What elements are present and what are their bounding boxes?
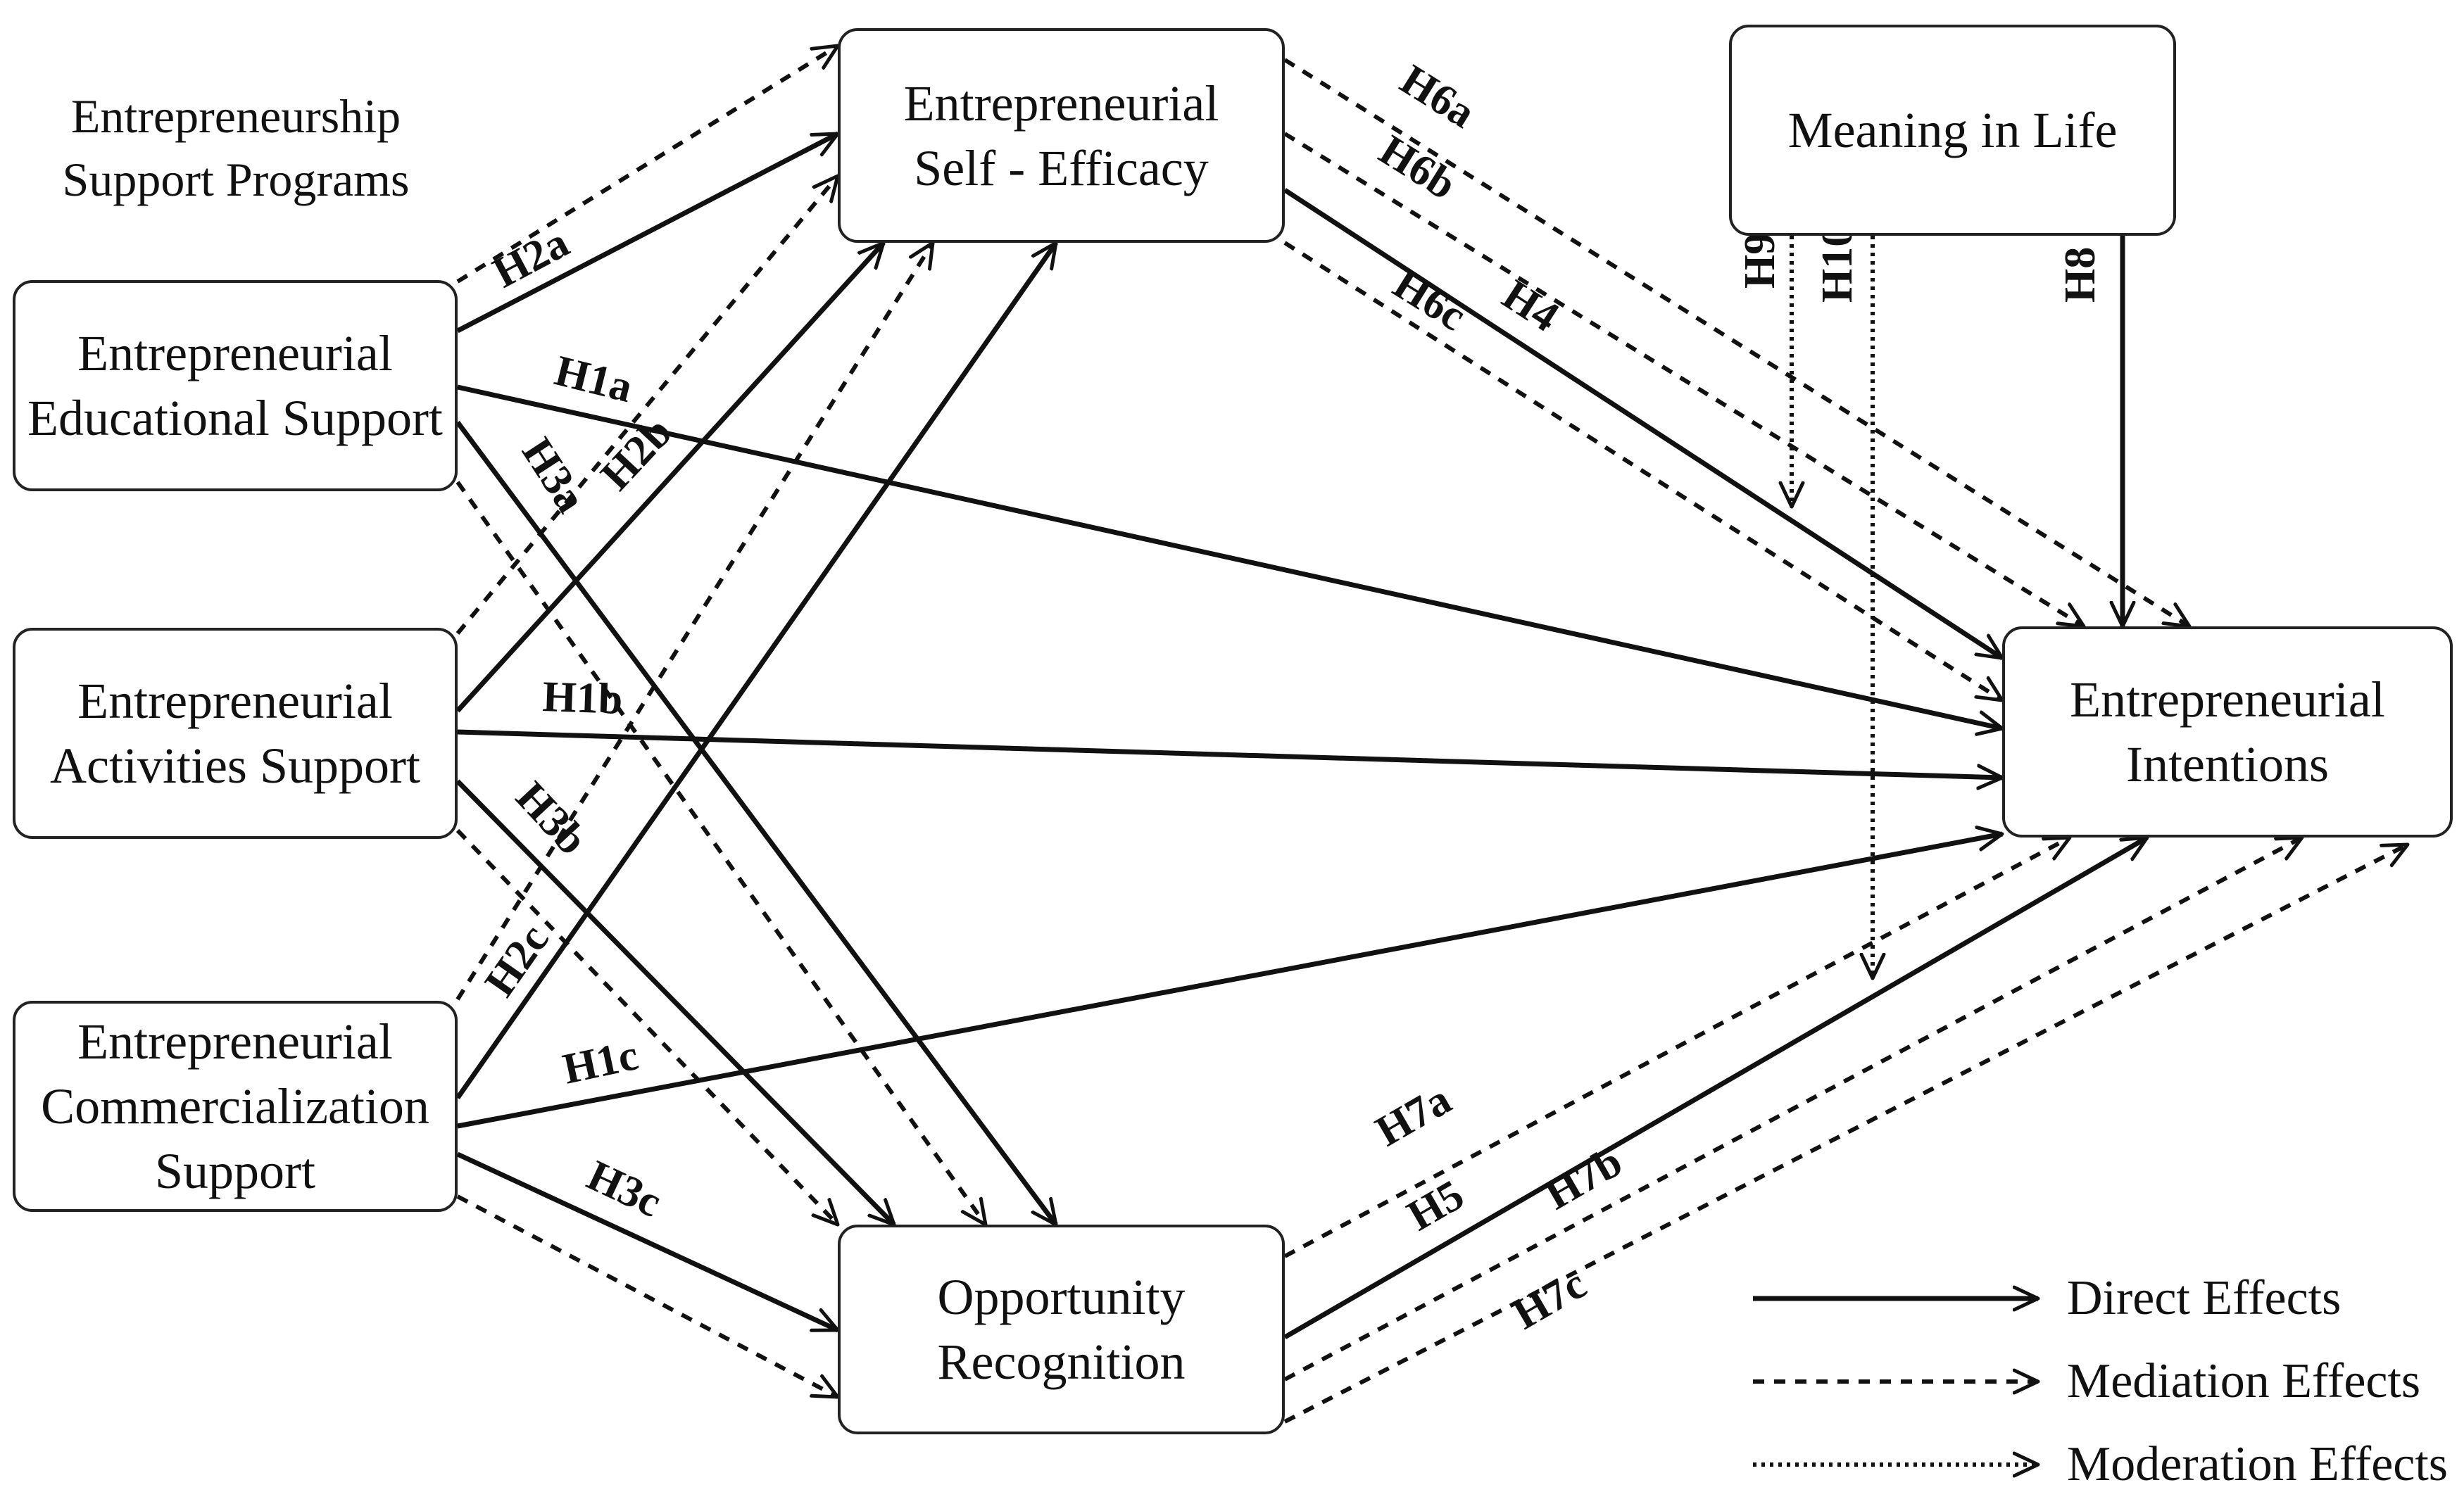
path-label-h7c: H7c [1505, 1260, 1594, 1339]
group-title: Entrepreneurship Support Programs [62, 89, 410, 206]
legend-label-direct: Direct Effects [2067, 1271, 2342, 1325]
arrow-h7a-in [455, 481, 986, 1225]
path-label-h1a: H1a [551, 347, 637, 412]
arrow-h7b-in [455, 828, 838, 1225]
arrow-h6c-in [455, 243, 935, 1001]
arrow-h3c [456, 1151, 838, 1333]
arrow-h6c-out [1283, 241, 2002, 702]
arrow-h7c-out [1283, 842, 2408, 1424]
node-entrepreneurial-intentions: Entrepreneurial Intentions [2002, 626, 2453, 838]
path-label-h10: H10 [1814, 225, 1861, 303]
arrow-h3b [455, 779, 894, 1225]
legend-label-moderation: Moderation Effects [2067, 1437, 2449, 1491]
arrow-h1a [457, 384, 2002, 728]
path-label-h6b: H6b [1371, 126, 1464, 209]
path-label-h7b: H7b [1537, 1137, 1630, 1219]
path-label-h3b: H3b [507, 773, 596, 864]
legend-label-mediation: Mediation Effects [2067, 1354, 2421, 1408]
arrow-h1b [457, 729, 2002, 778]
path-label-h2a: H2a [486, 219, 577, 298]
arrow-h6a-out [1283, 58, 2189, 628]
arrow-h7a-out [1283, 835, 2070, 1258]
arrow-h5 [1283, 835, 2147, 1340]
node-self-efficacy: Entrepreneurial Self - Efficacy [838, 28, 1285, 243]
node-commercialization-support: Entrepreneurial Commercialization Suppor… [13, 1001, 458, 1212]
arrow-h2a [456, 131, 838, 334]
node-educational-support: Entrepreneurial Educational Support [13, 280, 458, 491]
path-label-h6a: H6a [1393, 56, 1484, 137]
arrow-h2c [455, 243, 1058, 1100]
arrow-h2b [455, 243, 886, 713]
arrow-h3a [455, 420, 1058, 1225]
node-meaning-in-life: Meaning in Life [1729, 25, 2176, 236]
path-label-h5: H5 [1400, 1171, 1472, 1241]
path-label-h1b: H1b [542, 673, 624, 723]
node-activities-support: Entrepreneurial Activities Support [13, 628, 458, 839]
path-label-h4: H4 [1494, 271, 1566, 341]
node-opportunity-recognition: Opportunity Recognition [838, 1225, 1285, 1434]
path-label-h3a: H3a [513, 430, 595, 521]
path-label-h9: H9 [1736, 233, 1784, 289]
arrow-h7c-in [456, 1194, 838, 1399]
arrow-h7b-out [1283, 835, 2302, 1382]
path-label-h1c: H1c [559, 1031, 643, 1094]
arrow-h6b-in [455, 176, 838, 635]
path-label-h2c: H2c [476, 916, 558, 1005]
path-label-h6c: H6c [1385, 260, 1475, 340]
arrow-h4 [1283, 188, 2002, 660]
arrow-h1c [457, 834, 2002, 1129]
arrow-h6a-in [456, 44, 838, 284]
path-label-h7a: H7a [1368, 1075, 1459, 1156]
arrow-h6b-out [1283, 132, 2084, 628]
path-label-h8: H8 [2056, 247, 2104, 303]
